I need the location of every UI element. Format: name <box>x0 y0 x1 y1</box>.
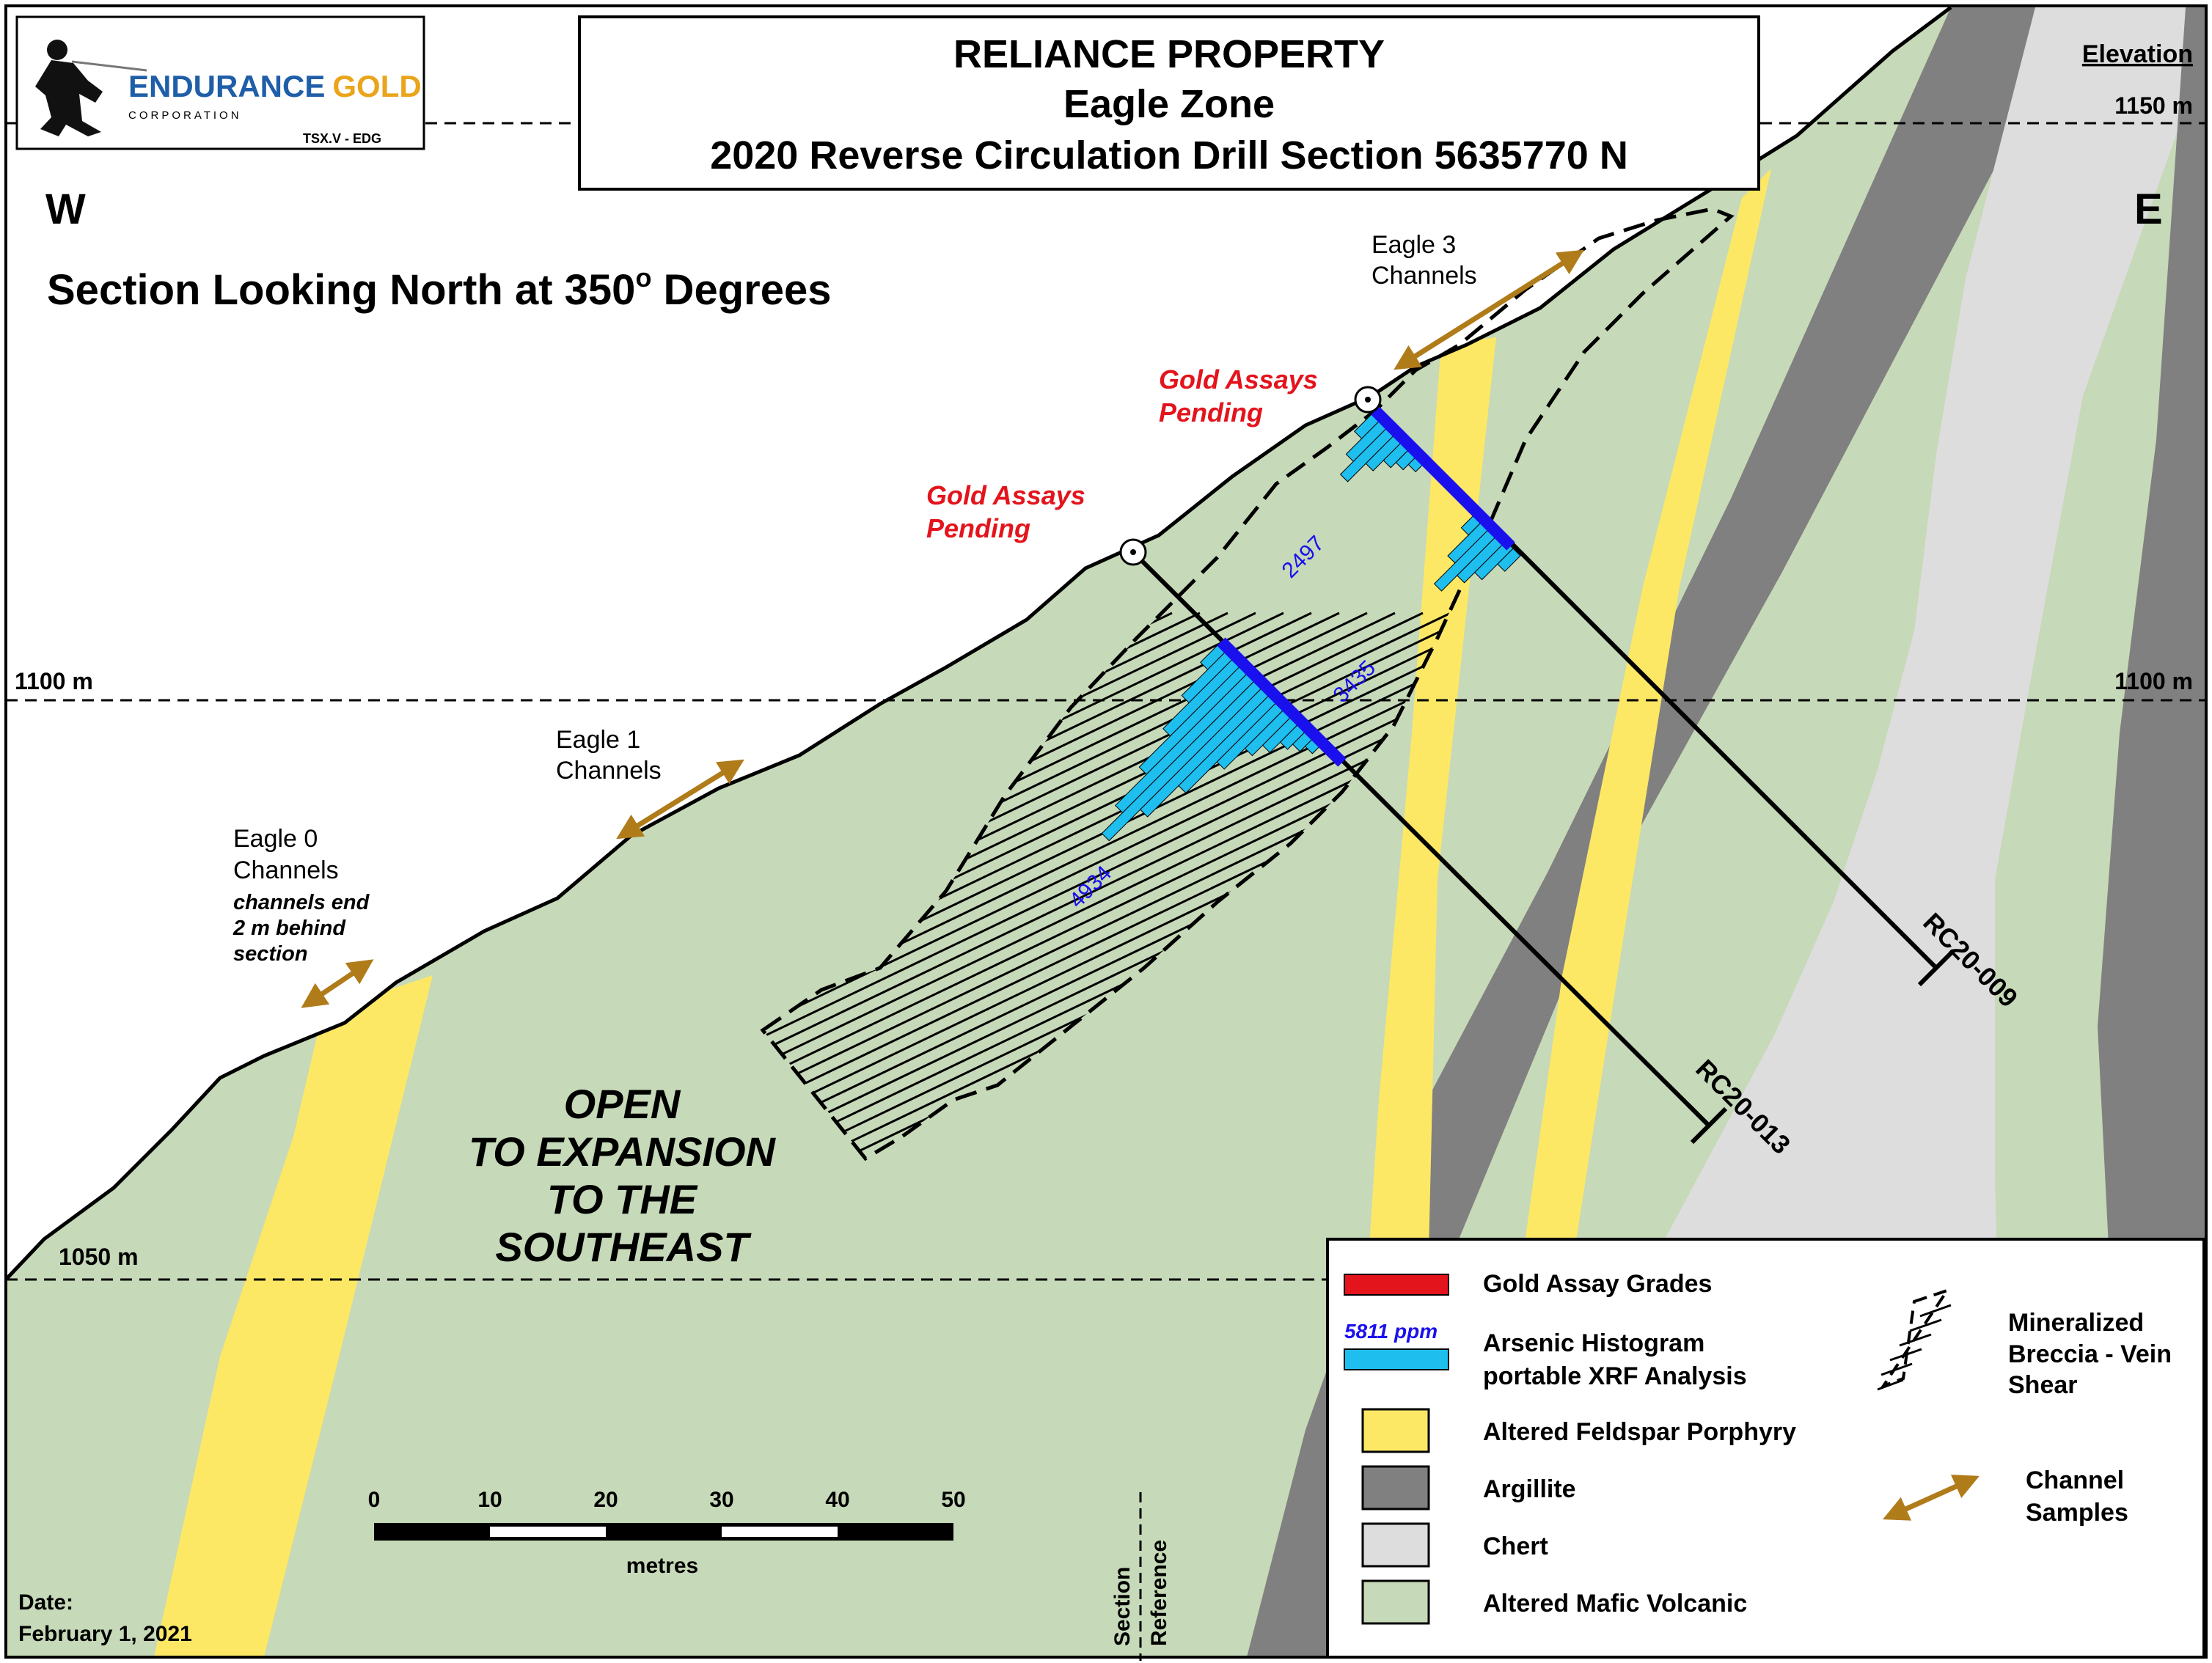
legend-arsenic-value: 5811 ppm <box>1344 1320 1438 1343</box>
zone-outline <box>760 207 1735 1161</box>
legend-swatch-arsenic <box>1344 1348 1449 1370</box>
legend-swatch-chert <box>1361 1522 1430 1568</box>
pending-line1: Gold Assays <box>1159 364 1318 394</box>
arsenic-bar <box>1497 548 1521 572</box>
prospector-icon <box>35 40 147 136</box>
scale-bar-body <box>374 1523 953 1541</box>
date-value: February 1, 2021 <box>18 1622 192 1646</box>
logo-ticker: TSX.V - EDG <box>303 131 381 146</box>
legend-swatch-gold <box>1344 1274 1449 1296</box>
legend-swatch-mineralized <box>1877 1288 1952 1391</box>
legend-channel-line2: Samples <box>2026 1499 2128 1527</box>
scale-tick-10: 10 <box>477 1488 502 1512</box>
eagle3-label-line2: Channels <box>1371 262 1477 290</box>
legend-mafic-label: Altered Mafic Volcanic <box>1483 1590 1747 1618</box>
scale-tick-0: 0 <box>368 1488 381 1512</box>
channel-arrow-eagle0 <box>301 959 374 1008</box>
collar-dot <box>1130 549 1136 555</box>
elevation-1100-left: 1100 m <box>15 668 93 694</box>
title-line1: RELIANCE PROPERTY <box>953 32 1385 76</box>
legend-porphyry-label: Altered Feldspar Porphyry <box>1483 1418 1796 1446</box>
legend-mineralized-line1: Mineralized <box>2008 1309 2144 1337</box>
section-looking-note: Section Looking North at 350o Degrees <box>47 263 831 314</box>
arsenic-histograms <box>1101 410 1521 842</box>
open-line1: OPEN <box>564 1081 681 1127</box>
open-to-expansion-text: OPEN TO EXPANSION TO THE SOUTHEAST <box>469 1081 777 1270</box>
hatch-line <box>763 612 1340 1159</box>
scale-seg-white2 <box>722 1527 838 1537</box>
legend-mineralized-line3: Shear <box>2008 1371 2078 1399</box>
open-line4: SOUTHEAST <box>495 1224 752 1270</box>
legend-chert-label: Chert <box>1483 1532 1548 1560</box>
west-label: W <box>45 186 86 233</box>
eagle3-label-line1: Eagle 3 <box>1371 231 1456 259</box>
scale-unit: metres <box>626 1554 698 1578</box>
title-box <box>578 15 1760 191</box>
eagle0-note-line2: 2 m behind <box>232 917 346 940</box>
scale-tick-30: 30 <box>709 1488 733 1512</box>
drill-interval-blue <box>1371 406 1515 551</box>
drill-interval-blue <box>1217 637 1347 767</box>
scale-tick-20: 20 <box>593 1488 618 1512</box>
open-line2: TO EXPANSION <box>469 1128 777 1175</box>
legend-swatch-mafic <box>1361 1579 1430 1625</box>
legend-arsenic-line1: Arsenic Histogram <box>1483 1329 1704 1357</box>
title-line2: Eagle Zone <box>1063 82 1275 126</box>
legend-swatch-argillite <box>1361 1465 1430 1510</box>
eagle0-note-line3: section <box>233 942 308 966</box>
legend-argillite-label: Argillite <box>1483 1475 1576 1503</box>
elevation-1100-right: 1100 m <box>2114 668 2193 694</box>
drill-hole-rc20-013 <box>1119 538 1728 1145</box>
porphyry-dike-west <box>154 975 433 1657</box>
eagle1-label-line1: Eagle 1 <box>556 726 640 754</box>
scale-seg-white1 <box>490 1527 606 1537</box>
legend-channel-arrow <box>1883 1475 1980 1521</box>
legend: Gold Assay Grades 5811 ppm Arsenic Histo… <box>1326 1238 2205 1659</box>
channel-arrow-eagle3 <box>1394 249 1584 370</box>
date-label: Date: <box>18 1590 73 1615</box>
eagle0-label-line1: Eagle 0 <box>233 825 318 853</box>
hatch-line <box>763 612 1312 1159</box>
drill-hole-rc20-009 <box>1354 386 1955 987</box>
scale-bar: 0 10 20 30 40 50 metres <box>368 1488 966 1578</box>
gold-pending-lower: Gold Assays Pending <box>926 480 1085 543</box>
title-line3: 2020 Reverse Circulation Drill Section 5… <box>710 133 1628 177</box>
hatch-line <box>763 612 1368 1159</box>
pending-line1: Gold Assays <box>926 480 1085 510</box>
pending-line2: Pending <box>926 513 1030 543</box>
eagle0-note-line1: channels end <box>233 891 370 914</box>
section-reference-line1: Section <box>1110 1567 1135 1646</box>
channel-arrow-eagle1 <box>616 759 744 840</box>
section-reference-line2: Reference <box>1147 1540 1171 1646</box>
legend-swatch-porphyry <box>1361 1408 1430 1453</box>
legend-arsenic-line2: portable XRF Analysis <box>1483 1362 1747 1390</box>
drill-end <box>1685 1101 1711 1128</box>
gold-pending-upper: Gold Assays Pending <box>1159 364 1318 427</box>
elevation-header: Elevation <box>2082 40 2193 68</box>
scale-tick-40: 40 <box>825 1488 849 1512</box>
ground-surface <box>4 6 1952 1281</box>
map-frame <box>4 4 2208 1659</box>
legend-mineralized-line2: Breccia - Vein <box>2008 1340 2172 1368</box>
drill-end-tick <box>1917 949 1955 987</box>
pending-line2: Pending <box>1159 397 1263 427</box>
hatch-line <box>763 612 1591 1159</box>
east-label: E <box>2134 186 2163 233</box>
logo-sub: CORPORATION <box>128 109 242 122</box>
eagle0-label-line2: Channels <box>233 856 339 884</box>
elevation-1150-right: 1150 m <box>2114 92 2193 119</box>
open-line3: TO THE <box>547 1176 698 1222</box>
legend-gold-label: Gold Assay Grades <box>1483 1270 1712 1298</box>
hatch-line <box>763 612 1284 1159</box>
drill-end-tick <box>1690 1106 1728 1145</box>
scale-tick-50: 50 <box>941 1488 965 1512</box>
eagle1-label-line2: Channels <box>556 757 662 785</box>
collar-dot <box>1365 397 1371 403</box>
elevation-1050-left: 1050 m <box>59 1244 139 1270</box>
legend-box <box>1326 1238 2205 1659</box>
legend-channel-line1: Channel <box>2026 1466 2124 1494</box>
